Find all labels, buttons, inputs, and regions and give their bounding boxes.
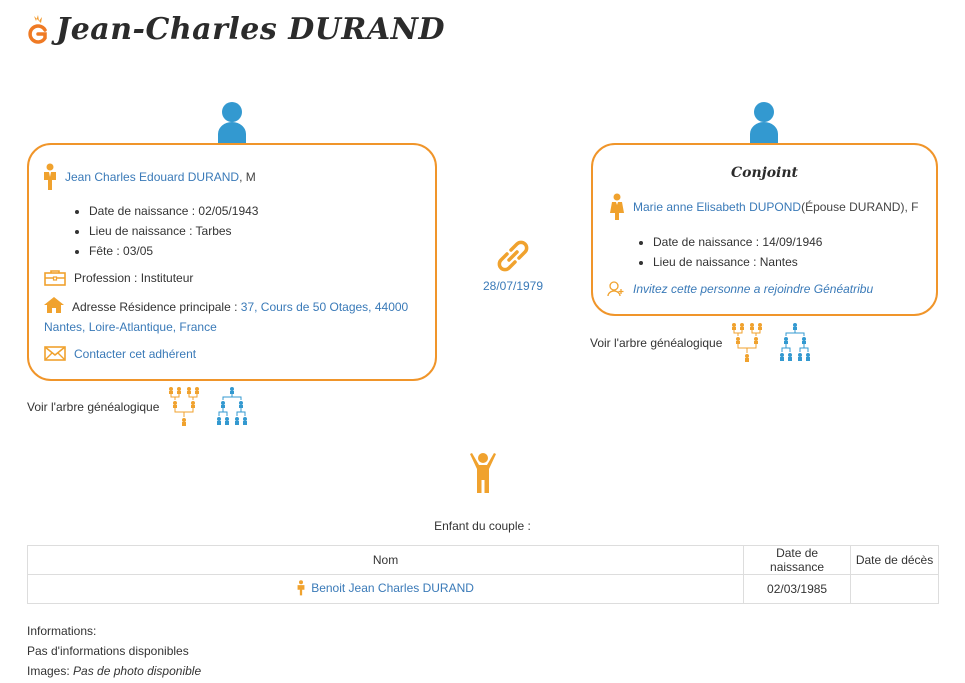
male-icon bbox=[44, 163, 56, 190]
invite-person-link[interactable]: Invitez cette personne a rejoindre Généa… bbox=[633, 282, 874, 296]
page-title: Jean-Charles DURAND bbox=[56, 12, 446, 47]
child-name-link[interactable]: Benoit Jean Charles DURAND bbox=[311, 580, 474, 595]
person-facts-list: Date de naissance : 02/05/1943 Lieu de n… bbox=[75, 201, 258, 261]
children-table: Nom Date de naissance Date de décès Beno… bbox=[26, 545, 939, 604]
table-header-row: Nom Date de naissance Date de décès bbox=[26, 545, 939, 575]
person-profession: Profession : Instituteur bbox=[74, 271, 194, 285]
home-icon bbox=[44, 297, 64, 313]
spouse-facts-list: Date de naissance : 14/09/1946 Lieu de n… bbox=[639, 232, 822, 272]
link-chain-icon bbox=[497, 240, 529, 272]
address-line1-link[interactable]: 37, Cours de 50 Otages, 44000 bbox=[240, 300, 409, 314]
descendant-tree-icon[interactable] bbox=[215, 386, 249, 428]
person-avatar-icon bbox=[218, 102, 246, 144]
spouse-avatar-icon bbox=[750, 102, 778, 144]
person-name-link[interactable]: Jean Charles Edouard DURAND bbox=[65, 170, 240, 184]
descendant-tree-icon[interactable] bbox=[778, 322, 812, 364]
informations-value: Pas d'informations disponibles bbox=[27, 644, 189, 658]
images-row: Images: Pas de photo disponible bbox=[27, 661, 201, 681]
briefcase-icon bbox=[44, 270, 66, 286]
tree-label: Voir l'arbre généalogique bbox=[27, 400, 160, 414]
ancestor-tree-icon[interactable] bbox=[730, 322, 764, 364]
column-header-name: Nom bbox=[26, 545, 745, 575]
child-icon bbox=[470, 453, 496, 493]
ancestor-tree-icon[interactable] bbox=[167, 386, 201, 428]
informations-label: Informations: bbox=[27, 624, 97, 638]
spouse-tree-row: Voir l'arbre généalogique bbox=[590, 322, 826, 364]
child-name-cell: Benoit Jean Charles DURAND bbox=[26, 574, 745, 604]
images-value: Pas de photo disponible bbox=[73, 664, 202, 678]
tree-label: Voir l'arbre généalogique bbox=[590, 336, 723, 350]
child-birth-cell: 02/03/1985 bbox=[743, 574, 852, 604]
female-icon bbox=[610, 193, 624, 220]
person-card: Jean Charles Edouard DURAND , M Date de … bbox=[27, 143, 437, 381]
address-line2-link[interactable]: Nantes, Loire-Atlantique, France bbox=[44, 320, 217, 334]
spouse-name-suffix: (Épouse DURAND), F bbox=[801, 200, 919, 214]
spouse-section-title: Conjoint bbox=[730, 165, 799, 181]
child-death-cell bbox=[850, 574, 939, 604]
column-header-birth: Date de naissance bbox=[743, 545, 852, 575]
page-header: Jean-Charles DURAND bbox=[26, 12, 445, 47]
person-birth-place: Lieu de naissance : Tarbes bbox=[75, 221, 258, 241]
marriage-link: 28/07/1979 bbox=[478, 238, 548, 293]
children-caption: Enfant du couple : bbox=[434, 519, 531, 533]
address-label: Adresse Résidence principale : bbox=[72, 300, 238, 314]
male-icon bbox=[297, 579, 305, 595]
geneatribu-logo-icon bbox=[28, 14, 47, 44]
contact-member-link[interactable]: Contacter cet adhérent bbox=[74, 346, 197, 361]
person-name-day: Fête : 03/05 bbox=[75, 241, 258, 261]
spouse-birth-place: Lieu de naissance : Nantes bbox=[639, 252, 822, 272]
info-section: Informations: Pas d'informations disponi… bbox=[27, 621, 201, 681]
add-user-icon bbox=[607, 281, 624, 297]
spouse-birth-date: Date de naissance : 14/09/1946 bbox=[639, 232, 822, 252]
person-tree-row: Voir l'arbre généalogique bbox=[27, 386, 263, 428]
envelope-icon bbox=[44, 346, 66, 361]
spouse-name-link[interactable]: Marie anne Elisabeth DUPOND bbox=[633, 200, 802, 214]
marriage-date: 28/07/1979 bbox=[482, 279, 544, 293]
images-label: Images: bbox=[27, 664, 74, 678]
spouse-card: Conjoint Marie anne Elisabeth DUPOND (Ép… bbox=[591, 143, 938, 316]
person-birth-date: Date de naissance : 02/05/1943 bbox=[75, 201, 258, 221]
person-gender: , M bbox=[239, 170, 256, 184]
column-header-death: Date de décès bbox=[850, 545, 939, 575]
table-row: Benoit Jean Charles DURAND 02/03/1985 bbox=[26, 574, 939, 604]
